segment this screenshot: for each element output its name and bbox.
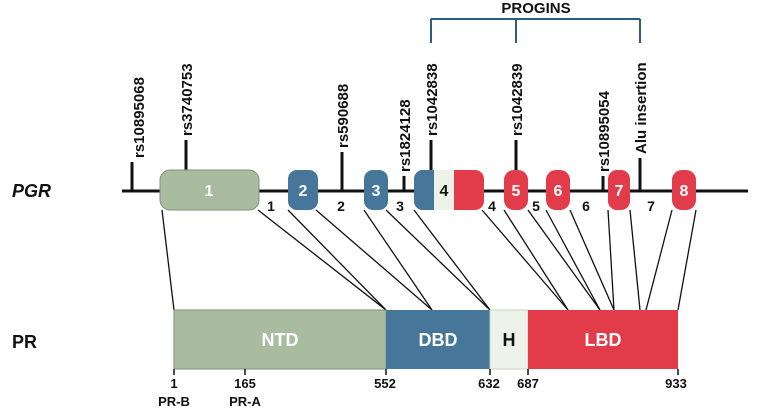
snp-label-rs10895054: rs10895054 (596, 90, 613, 172)
position-1: 1 (170, 376, 177, 391)
exon-7: 7 (608, 170, 630, 210)
exon-5-label: 5 (512, 183, 521, 200)
intron-2-label: 2 (337, 198, 345, 214)
gene-label: PGR (12, 181, 51, 201)
progins-bracket (430, 18, 641, 43)
snp-label-rs1042839: rs1042839 (509, 63, 526, 136)
domain-lbd (528, 310, 678, 369)
exon-3-label: 3 (372, 183, 381, 200)
position-687: 687 (517, 376, 539, 391)
exon-8: 8 (672, 170, 696, 210)
exon-2-label: 2 (299, 183, 308, 200)
isoform-pr-b-label: PR-B (158, 394, 190, 409)
snp-label-rs590688: rs590688 (335, 84, 352, 148)
intron-6-label: 6 (582, 198, 590, 214)
isoform-pr-a-label: PR-A (229, 394, 261, 409)
snp-label-rs1042838: rs1042838 (424, 63, 441, 136)
exon-5: 5 (504, 170, 528, 210)
snp-label-alu-insertion: Alu insertion (633, 62, 650, 154)
exon-8-label: 8 (680, 183, 689, 200)
domain-dbd-label: DBD (419, 330, 458, 350)
domain-lbd-label: LBD (585, 330, 622, 350)
position-165: 165 (234, 376, 256, 391)
exon-1-label: 1 (205, 183, 214, 200)
exon-3: 3 (364, 170, 388, 210)
exon-6-label: 6 (554, 183, 563, 200)
exon-1: 1 (159, 169, 260, 211)
position-552: 552 (374, 376, 396, 391)
snp-label-rs10895068: rs10895068 (131, 77, 148, 158)
position-933: 933 (665, 376, 687, 391)
domain-ntd-label: NTD (262, 330, 299, 350)
intron-4-label: 4 (488, 198, 496, 214)
position-ticks (173, 369, 679, 375)
snp-label-rs3740753: rs3740753 (179, 63, 196, 136)
intron-3-label: 3 (396, 198, 404, 214)
exon-6: 6 (546, 170, 570, 210)
domain-ntd (173, 309, 387, 370)
exon-4-label: 4 (440, 183, 449, 200)
intron-7-label: 7 (647, 198, 655, 214)
exon-4: 4 (414, 170, 484, 210)
domain-dbd (386, 310, 490, 369)
intron-1-label: 1 (267, 198, 275, 214)
position-632: 632 (478, 376, 500, 391)
domain-hinge-label: H (503, 330, 516, 350)
snp-label-rs1824128: rs1824128 (397, 99, 414, 172)
exon-7-label: 7 (615, 183, 624, 200)
exon-domain-connectors (161, 209, 697, 311)
exon-2: 2 (288, 170, 318, 210)
progins-label: PROGINS (501, 0, 570, 17)
protein-bar: NTD DBD H LBD (173, 309, 678, 370)
domain-hinge (489, 309, 529, 370)
protein-label: PR (12, 332, 37, 352)
intron-5-label: 5 (532, 198, 540, 214)
